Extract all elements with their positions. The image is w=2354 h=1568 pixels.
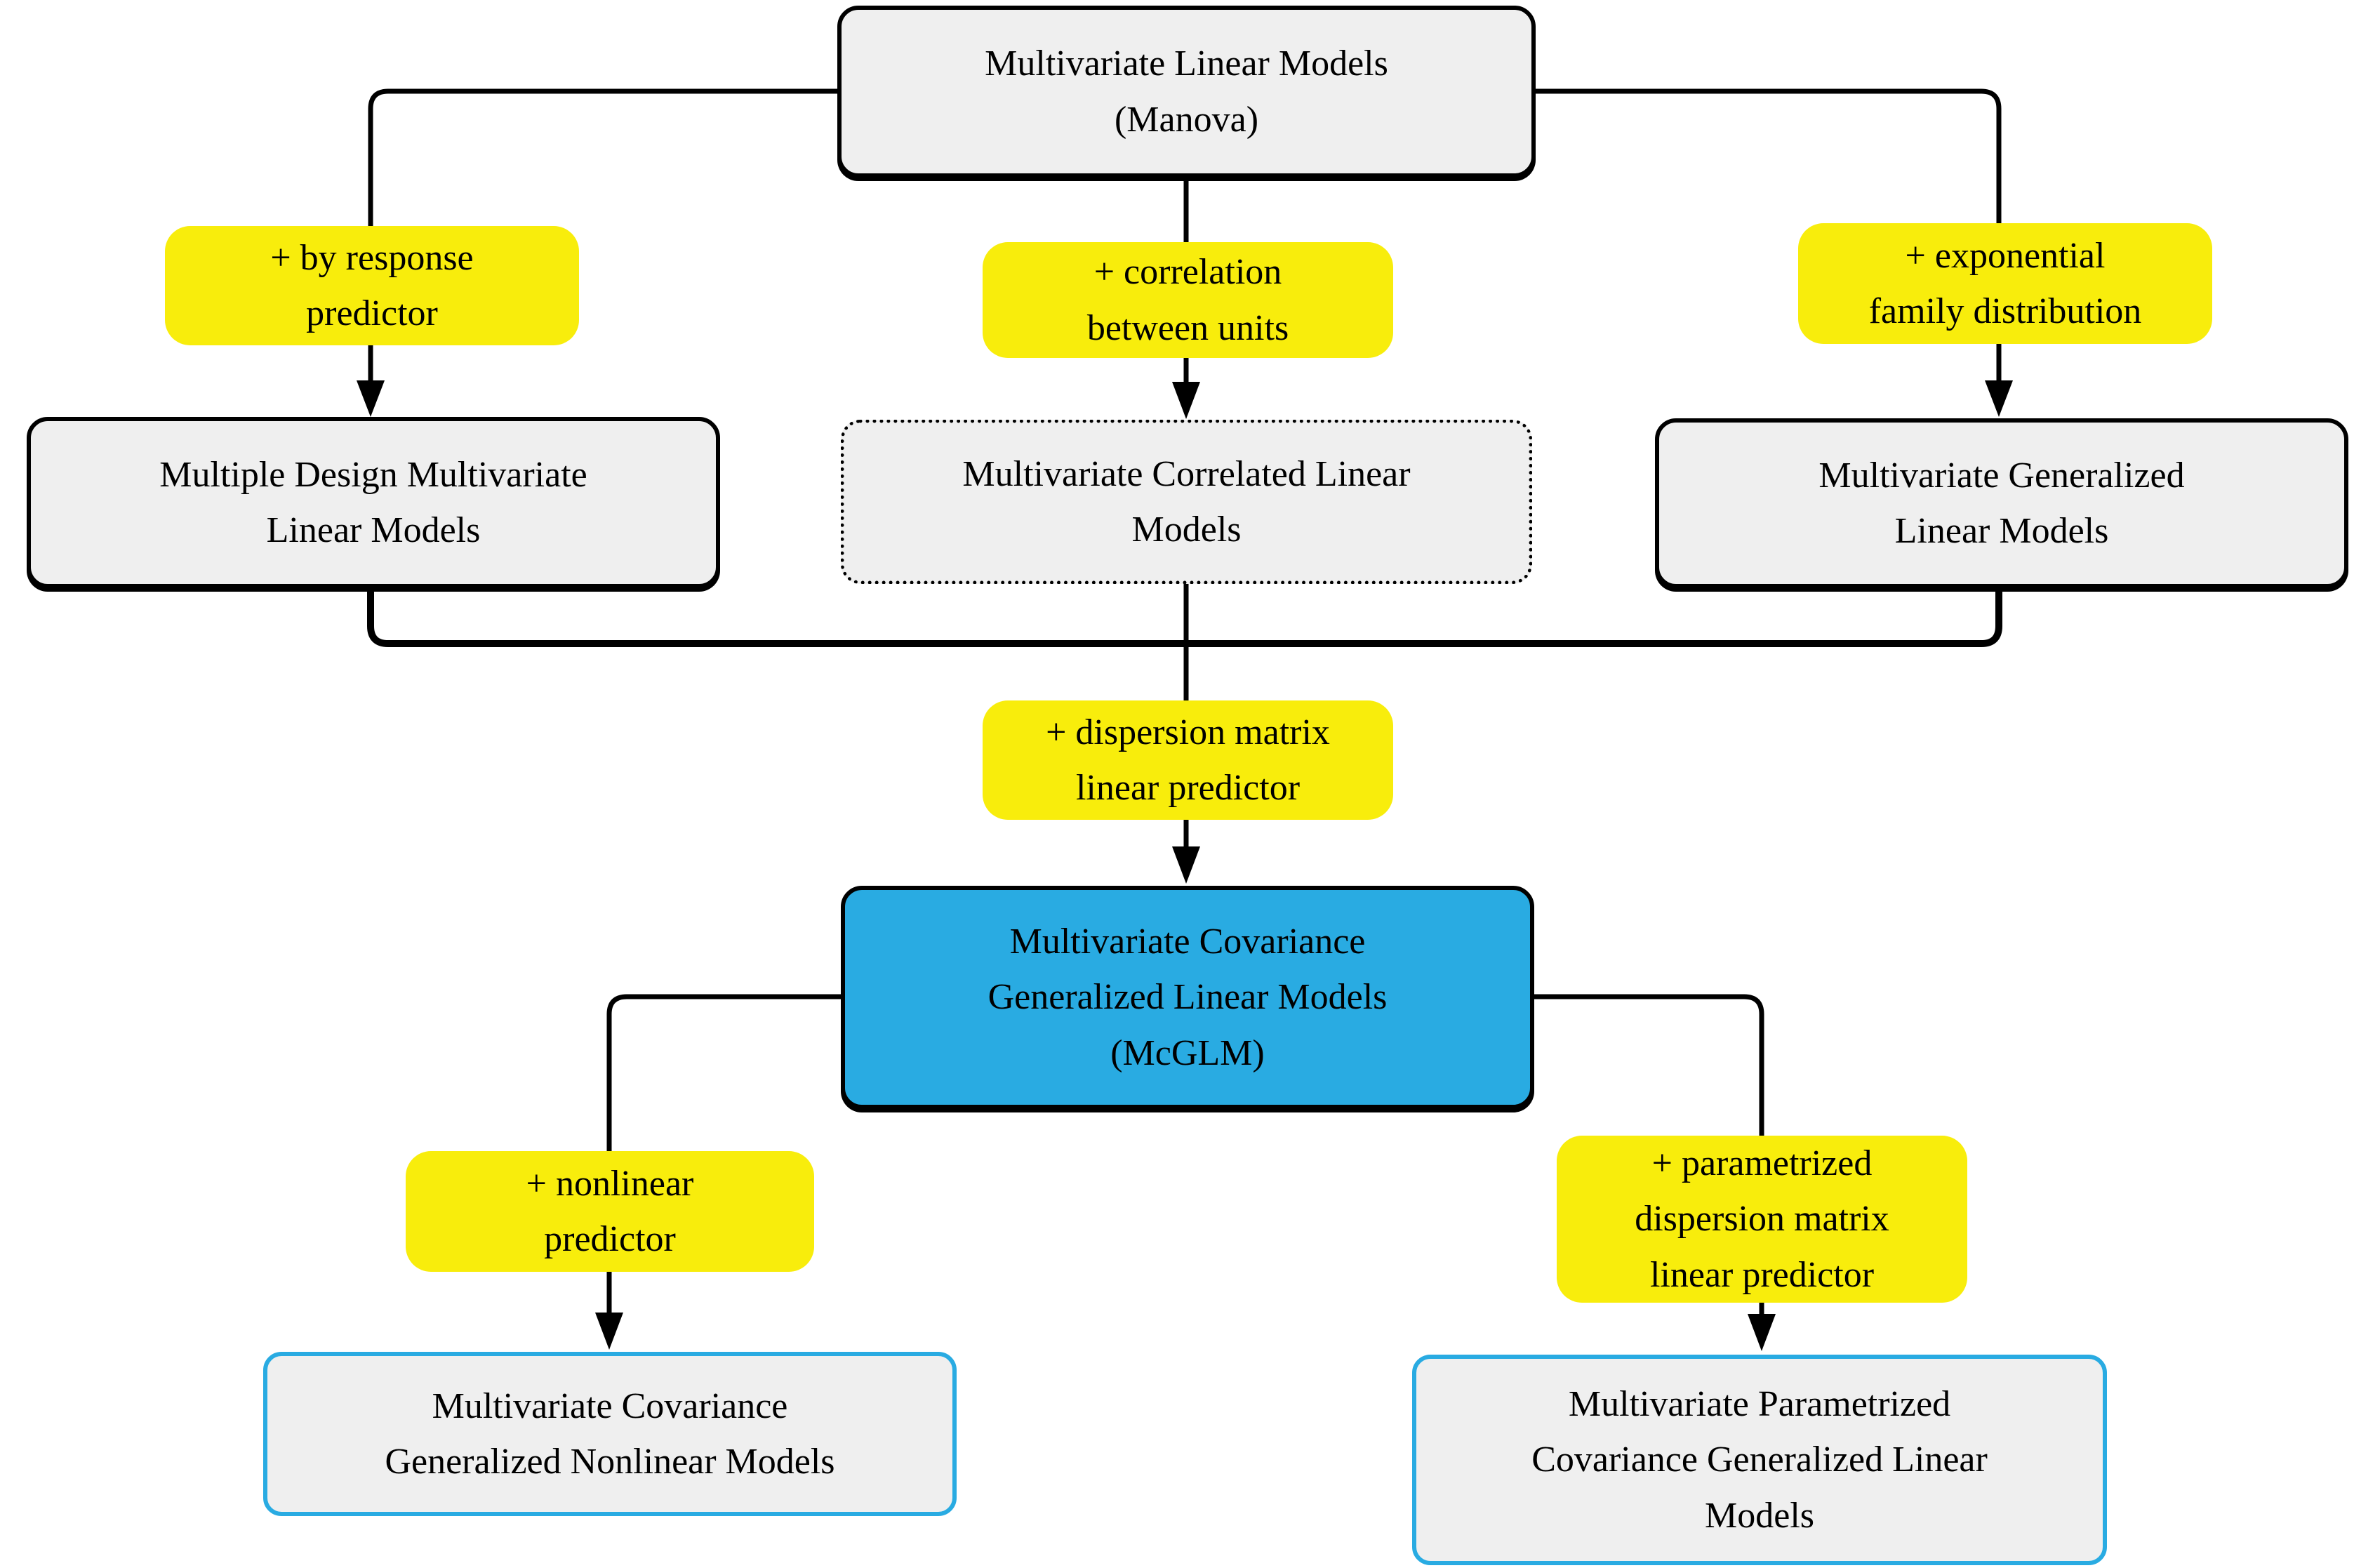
node-multivariate-parametrized-covariance-generalized-linear-models: Multivariate Parametrized Covariance Gen… [1412, 1355, 2107, 1565]
node-multiple-design-multivariate-linear-models: Multiple Design Multivariate Linear Mode… [27, 417, 720, 588]
label-line: linear predictor [1075, 768, 1301, 808]
label-line: predictor [306, 293, 438, 333]
label-line: predictor [544, 1219, 676, 1259]
label-parametrized-dispersion-matrix-linear-predictor: + parametrized dispersion matrix linear … [1557, 1136, 1967, 1303]
node-line: Multivariate Correlated Linear [962, 453, 1411, 494]
arrowhead-parametrized-models [1748, 1314, 1776, 1351]
label-dispersion-matrix-linear-predictor: + dispersion matrix linear predictor [983, 700, 1393, 820]
node-line: Multiple Design Multivariate [159, 454, 587, 495]
node-multivariate-correlated-linear-models: Multivariate Correlated Linear Models [841, 420, 1532, 584]
node-mcglm-line1: Multivariate Covariance [1009, 922, 1366, 962]
node-manova: Multivariate Linear Models (Manova) [837, 6, 1536, 178]
label-line: dispersion matrix [1635, 1199, 1889, 1240]
arrowhead-correlated [1172, 382, 1200, 419]
node-mcglm: Multivariate Covariance Generalized Line… [841, 886, 1534, 1109]
label-line: + parametrized [1651, 1143, 1873, 1184]
label-nonlinear-predictor: + nonlinear predictor [406, 1151, 814, 1272]
arrowhead-multiple-design [357, 380, 385, 417]
label-line: between units [1086, 307, 1289, 348]
node-mcglm-line3: (McGLM) [1110, 1032, 1265, 1073]
node-line: Multivariate Generalized [1818, 455, 2185, 496]
label-exponential-family-distribution: + exponential family distribution [1798, 223, 2212, 344]
node-manova-line2: (Manova) [1114, 99, 1259, 140]
arrowhead-generalized [1985, 380, 2013, 417]
label-line: + dispersion matrix [1046, 712, 1330, 752]
node-line: Generalized Nonlinear Models [385, 1442, 835, 1482]
label-line: family distribution [1868, 291, 2142, 331]
node-line: Linear Models [266, 510, 481, 550]
connector-manova-to-generalized [1536, 88, 2002, 385]
label-correlation-between-units: + correlation between units [983, 242, 1393, 358]
node-line: Models [1131, 510, 1242, 550]
node-manova-line1: Multivariate Linear Models [985, 44, 1388, 84]
node-mcglm-line2: Generalized Linear Models [988, 977, 1388, 1018]
connector-mcglm-to-nonlinear [606, 994, 841, 1317]
node-line: Multivariate Parametrized [1568, 1384, 1951, 1425]
node-multivariate-generalized-linear-models: Multivariate Generalized Linear Models [1655, 418, 2348, 588]
node-multivariate-covariance-generalized-nonlinear-models: Multivariate Covariance Generalized Nonl… [263, 1352, 957, 1516]
label-by-response-predictor: + by response predictor [165, 226, 579, 345]
node-line: Models [1705, 1495, 1814, 1536]
node-line: Covariance Generalized Linear [1531, 1440, 1988, 1480]
label-line: + by response [270, 237, 474, 278]
label-line: + exponential [1905, 235, 2106, 276]
label-line: linear predictor [1649, 1254, 1875, 1295]
node-line: Linear Models [1894, 511, 2109, 551]
arrowhead-mcglm [1172, 846, 1200, 884]
node-line: Multivariate Covariance [432, 1386, 788, 1426]
label-line: + nonlinear [526, 1163, 694, 1204]
label-line: + correlation [1093, 252, 1282, 293]
connector-manova-to-multiple-design [368, 88, 837, 385]
arrowhead-nonlinear-models [595, 1313, 623, 1350]
connector-mcglm-to-parametrized [1534, 994, 1764, 1318]
